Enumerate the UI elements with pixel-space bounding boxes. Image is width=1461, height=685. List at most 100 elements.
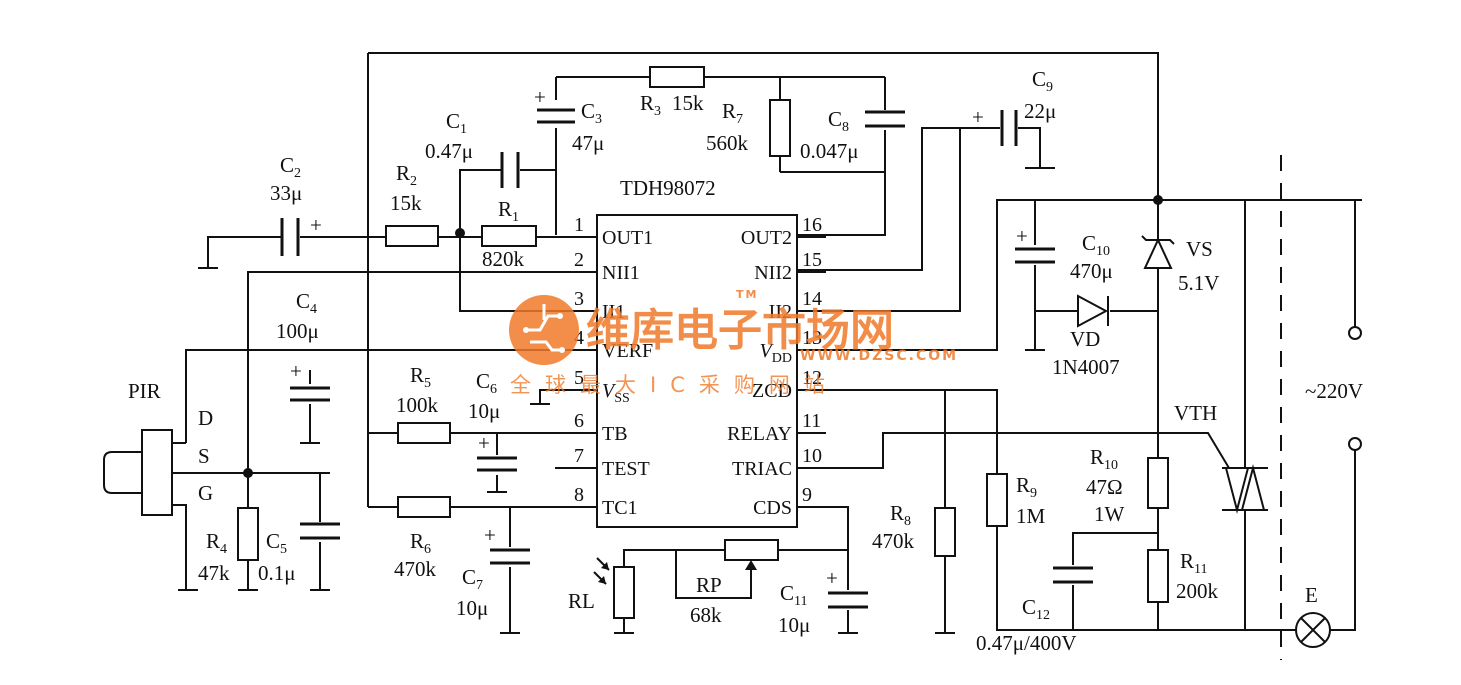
resistor-r6 [397, 496, 451, 518]
ic-pin-number: 1 [574, 214, 584, 236]
capacitor-c4 [290, 386, 330, 402]
svg-text:C9: C9 [1032, 67, 1053, 95]
ic-pin-name: CDS [753, 497, 792, 519]
svg-text:R9: R9 [1016, 473, 1037, 501]
watermark-slogan: 全球最大IC采购网站 [510, 373, 839, 397]
semiconductors [103, 235, 1362, 648]
r6-value: 470k [394, 557, 437, 581]
c11-value: 10μ [778, 613, 810, 637]
svg-text:R10: R10 [1090, 445, 1118, 473]
triac-vth [1222, 464, 1268, 514]
ic-pin-number: 11 [802, 410, 821, 432]
c9-value: 22μ [1024, 99, 1056, 123]
c5-value: 0.1μ [258, 561, 296, 585]
capacitor-c11 [828, 591, 868, 609]
capacitor-c5 [300, 522, 340, 540]
ic-pin-number: 4 [574, 327, 584, 349]
ic-pin-name: VERF [602, 340, 653, 362]
svg-text:C12: C12 [1022, 595, 1050, 623]
r1-value: 820k [482, 247, 525, 271]
svg-text:R6: R6 [410, 529, 431, 557]
c10-value: 470μ [1070, 259, 1113, 283]
watermark: 维库电子市场网 TM WWW.DZSC.COM 全球最大IC采购网站 [509, 288, 958, 397]
r5-value: 100k [396, 393, 439, 417]
ic-name: TDH98072 [620, 176, 716, 200]
capacitor-c2 [280, 218, 300, 256]
r3-value: 15k [672, 91, 704, 115]
svg-text:C5: C5 [266, 529, 287, 557]
capacitor-c8 [865, 110, 905, 128]
c6-value: 10μ [468, 399, 500, 423]
plus-sign: + [826, 566, 838, 590]
r9-value: 1M [1016, 504, 1046, 528]
watermark-url: WWW.DZSC.COM [800, 348, 958, 364]
light-arrows-icon [593, 557, 610, 585]
svg-text:C3: C3 [581, 99, 602, 127]
plus-sign: + [534, 85, 546, 109]
ac-terminals [1348, 326, 1362, 451]
resistor-r11 [1147, 549, 1169, 603]
ic-pin-number: 5 [574, 367, 584, 389]
svg-text:R4: R4 [206, 529, 227, 557]
plus-sign: + [972, 105, 984, 129]
ic-pin-number: 14 [802, 288, 822, 310]
rp-value: 68k [690, 603, 722, 627]
watermark-title: 维库电子市场网 [586, 305, 894, 356]
resistor-r5 [397, 422, 451, 444]
capacitor-c9 [1000, 110, 1018, 146]
c3-value: 47μ [572, 131, 604, 155]
ic-pin-number: 16 [802, 214, 822, 236]
ic-pin-number: 12 [802, 367, 822, 389]
ic-pin-name: TB [602, 423, 628, 445]
c2-value: 33μ [270, 181, 302, 205]
svg-text:R11: R11 [1180, 549, 1208, 577]
resistors [237, 66, 1169, 619]
capacitors: + + + + + + + + [280, 85, 1093, 609]
vs-label: VS [1186, 237, 1213, 261]
ic-pin-number: 7 [574, 445, 584, 467]
svg-text:C1: C1 [446, 109, 467, 137]
capacitor-c12 [1053, 566, 1093, 584]
resistor-r2 [385, 225, 439, 247]
svg-text:R8: R8 [890, 501, 911, 529]
ic-pin-name: NII1 [602, 262, 640, 284]
ic-pin-name: VDD [760, 340, 792, 366]
pir-pin-g: G [198, 481, 213, 505]
c7-value: 10μ [456, 596, 488, 620]
vd-label: VD [1070, 327, 1100, 351]
c4-value: 100μ [276, 319, 319, 343]
ic-pin-name: OUT2 [741, 227, 792, 249]
vs-value: 5.1V [1178, 271, 1219, 295]
labels: C1 0.47μ C2 33μ C3 47μ R3 15k R7 560k C8… [128, 67, 1363, 655]
svg-text:C11: C11 [780, 581, 808, 609]
rl-label: RL [568, 589, 595, 613]
capacitor-c1 [500, 152, 520, 188]
ic-pin-number: 3 [574, 288, 584, 310]
r8-value: 470k [872, 529, 915, 553]
ic-pin-number: 8 [574, 484, 584, 506]
svg-text:C6: C6 [476, 369, 497, 397]
vd-value: 1N4007 [1052, 355, 1120, 379]
ic-pin-name: II1 [602, 301, 625, 323]
capacitor-c3 [537, 108, 575, 124]
ic-pin-name: NII2 [754, 262, 792, 284]
pir-pin-d: D [198, 406, 213, 430]
resistor-r7 [769, 99, 791, 157]
svg-text:C4: C4 [296, 289, 317, 317]
lamp-e [1295, 612, 1331, 648]
capacitor-c6 [477, 456, 517, 472]
resistor-rl [613, 566, 635, 619]
svg-text:C7: C7 [462, 565, 483, 593]
capacitor-c10 [1015, 247, 1055, 264]
svg-text:C10: C10 [1082, 231, 1110, 259]
svg-text:R2: R2 [396, 161, 417, 189]
ic-pin-number: 15 [802, 249, 822, 271]
svg-text:R7: R7 [722, 99, 743, 127]
e-label: E [1305, 583, 1318, 607]
pir-sensor [103, 429, 173, 516]
pir-label: PIR [128, 379, 161, 403]
vth-label: VTH [1174, 401, 1217, 425]
svg-text:C8: C8 [828, 107, 849, 135]
svg-text:R5: R5 [410, 363, 431, 391]
